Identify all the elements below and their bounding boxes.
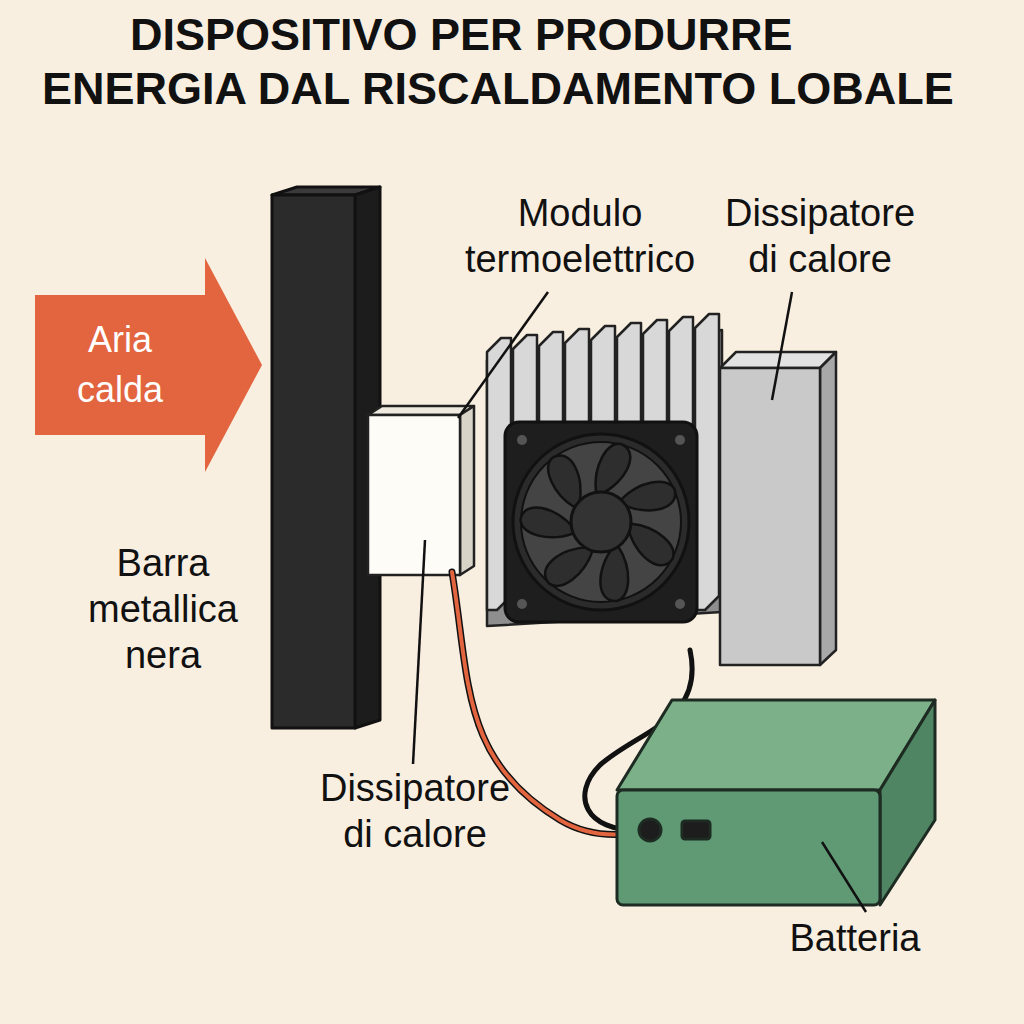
- leader-line: [413, 540, 425, 764]
- leader-line: [458, 292, 548, 418]
- part-label: Dissipatore di calore: [300, 765, 530, 857]
- leader-line: [772, 292, 792, 400]
- fan: [505, 422, 697, 622]
- node-shape: [35, 258, 262, 472]
- part-label: Barra metallica nera: [68, 540, 258, 678]
- heat-sink: [487, 314, 836, 665]
- title: DISPOSITIVO PER PRODURRE ENERGIA DAL RIS…: [42, 8, 982, 116]
- part-label: Modulo termoelettrico: [430, 190, 730, 282]
- thermoelectric-module: [368, 406, 474, 575]
- leader-line: [822, 842, 866, 912]
- node-texts: Aria calda: [43, 295, 197, 435]
- metal-bar: [272, 187, 380, 728]
- node-label: Aria calda: [43, 315, 197, 415]
- flow-arrow: Aria calda: [35, 258, 262, 472]
- part-label: Dissipatore di calore: [710, 190, 930, 282]
- part-label: Batteria: [770, 915, 940, 961]
- battery: [617, 700, 935, 905]
